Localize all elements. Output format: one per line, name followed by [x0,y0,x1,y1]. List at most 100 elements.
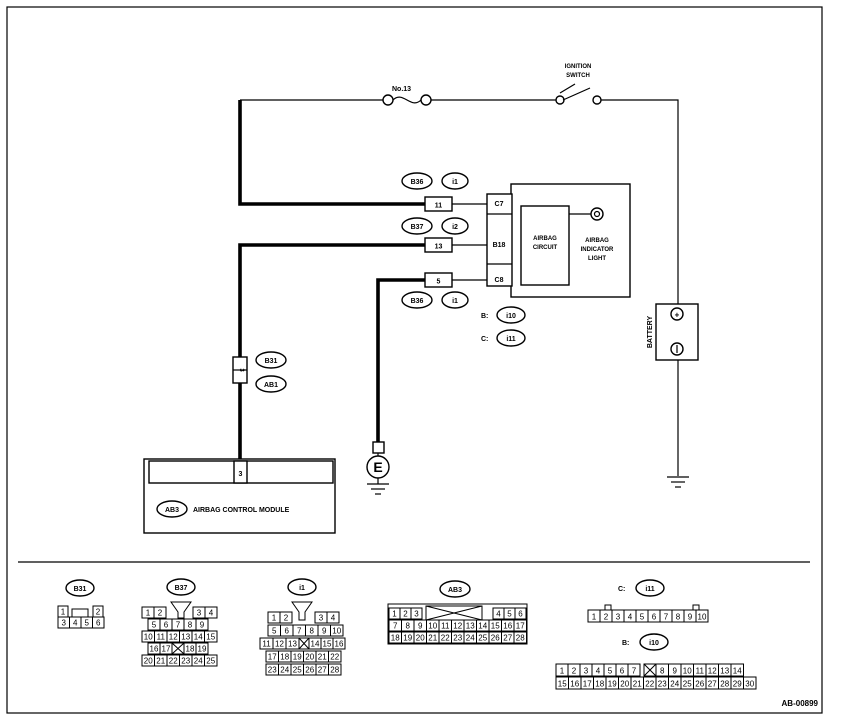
svg-text:9: 9 [418,622,423,631]
i1-pin: 8 [305,624,319,637]
svg-text:16: 16 [570,680,579,689]
svg-text:5: 5 [507,610,512,619]
svg-text:i1: i1 [299,585,305,592]
svg-text:4: 4 [496,610,501,619]
tag-b31: B31 [255,351,287,369]
battery-plus: + [675,311,680,320]
svg-text:20: 20 [416,634,425,643]
tag-b37: B37 [401,217,433,235]
svg-text:B36: B36 [411,179,424,186]
i1-pin: 18 [278,650,292,663]
svg-text:17: 17 [583,680,592,689]
i1-pin: 12 [272,637,287,650]
svg-text:6: 6 [652,613,657,622]
i10-pin: 26 [693,676,707,690]
i10-pin: 28 [718,676,732,690]
svg-text:8: 8 [406,622,411,631]
svg-text:2: 2 [403,610,408,619]
svg-text:13: 13 [466,622,475,631]
svg-text:B37: B37 [411,224,424,231]
svg-text:3: 3 [319,614,324,623]
meter-c-prefix: C: [481,336,488,343]
svg-text:20: 20 [620,680,629,689]
b37-pin: 6 [159,618,173,631]
i10-pin: 11 [693,663,707,677]
ab3-pin: 14 [476,619,490,632]
svg-text:27: 27 [318,666,327,675]
meter-pin-b18: B18 [493,242,506,249]
svg-text:12: 12 [275,640,284,649]
i10-pin: 17 [580,676,594,690]
svg-text:2: 2 [604,613,609,622]
face-tag-i1: i1 [287,578,317,596]
svg-text:10: 10 [698,613,707,622]
svg-text:23: 23 [453,634,462,643]
svg-text:19: 19 [293,653,302,662]
svg-text:5: 5 [85,619,90,628]
svg-text:1: 1 [146,609,151,618]
svg-text:25: 25 [683,680,692,689]
svg-text:5: 5 [608,667,613,676]
svg-text:25: 25 [206,657,215,666]
b31-pin: 5 [80,616,93,629]
pin-5: 5 [437,279,441,286]
svg-text:23: 23 [658,680,667,689]
b37-pin: 4 [204,606,218,619]
svg-text:10: 10 [683,667,692,676]
ab3-pin: 2 [399,607,412,620]
tag-b36-bottom: B36 [401,291,433,309]
airbag-circuit-label-1: AIRBAG [533,236,557,242]
b31-pin: 6 [92,616,105,629]
pin-13: 13 [435,244,443,251]
b37-pin: 17 [159,642,173,655]
svg-text:18: 18 [391,634,400,643]
svg-text:23: 23 [268,666,277,675]
tag-i11: i11 [496,329,526,347]
svg-text:15: 15 [491,622,500,631]
svg-text:3: 3 [616,613,621,622]
i10-pin: 18 [593,676,607,690]
i10-pin: 2 [567,663,581,677]
b37-pin: 2 [153,606,167,619]
svg-text:14: 14 [194,633,203,642]
battery-ground-icon [667,476,689,488]
ignition-switch: IGNITION SWITCH [555,64,602,105]
svg-text:B36: B36 [411,298,424,305]
svg-text:1: 1 [272,614,277,623]
tag-ab1: AB1 [255,375,287,393]
svg-text:9: 9 [688,613,693,622]
i10-pin: 15 [555,676,569,690]
b37-pin: 8 [183,618,197,631]
inline-pin-3: 3 [238,368,244,372]
svg-text:2: 2 [96,608,101,617]
pin-box-11 [424,196,453,212]
tag-i10: i10 [496,306,526,324]
svg-text:1: 1 [61,608,66,617]
i10-pin: 12 [705,663,719,677]
i10-pin: 13 [718,663,732,677]
ab3-pin: 16 [501,619,515,632]
ab3-pin: 9 [413,619,427,632]
svg-text:25: 25 [293,666,302,675]
module-signal-wire [238,243,425,460]
i11-pin: 10 [695,609,709,623]
airbag-circuit-box [520,205,570,286]
b37-pin: 11 [154,630,168,643]
b31-pin: 1 [57,605,69,618]
tag-i1-bottom: i1 [441,291,469,309]
svg-text:5: 5 [640,613,645,622]
b37-pin: 21 [154,654,168,667]
i1-pin: 9 [317,624,331,637]
svg-text:21: 21 [633,680,642,689]
b37-pin: 12 [166,630,180,643]
svg-text:4: 4 [628,613,633,622]
fuse-label: No.13 [392,86,411,93]
svg-text:16: 16 [503,622,512,631]
svg-text:i10: i10 [649,640,659,647]
module-pin-3: 3 [239,471,243,478]
svg-text:18: 18 [186,645,195,654]
svg-text:8: 8 [676,613,681,622]
ab3-pin: 11 [438,619,452,632]
i10-pin: 9 [668,663,682,677]
ab3-pin: 23 [451,631,465,644]
